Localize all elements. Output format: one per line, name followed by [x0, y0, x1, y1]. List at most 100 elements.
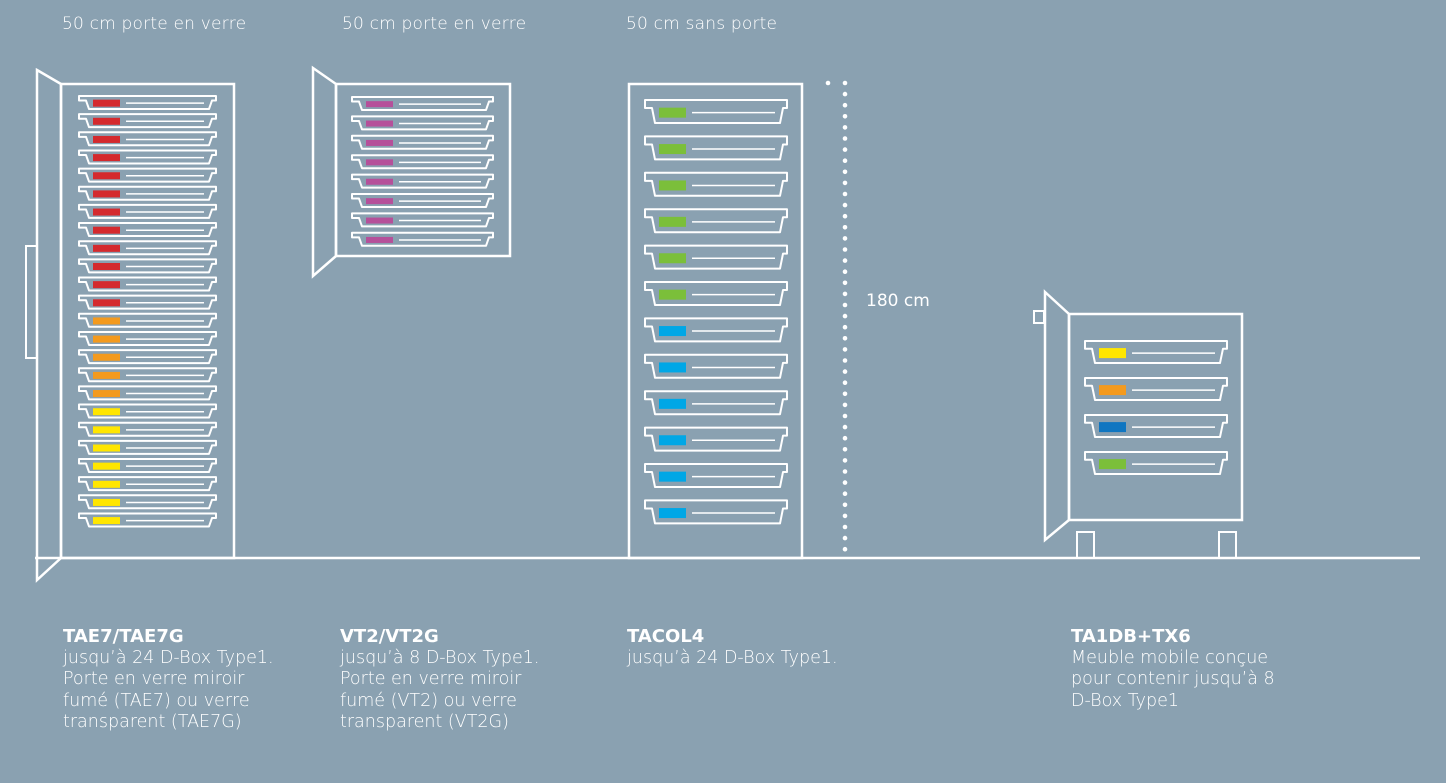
dot	[842, 336, 848, 341]
dot	[842, 491, 848, 497]
tray-outline	[78, 476, 217, 492]
tray-outline	[351, 154, 494, 170]
dot	[842, 158, 848, 163]
tray-color-tag	[659, 216, 686, 227]
tray-outline	[78, 167, 217, 183]
tray	[644, 135, 788, 161]
tray-outline	[351, 212, 494, 228]
model-description: jusqu’à 24 D-Box Type1. Porte en verre m…	[63, 647, 274, 733]
tray-color-tag	[93, 517, 120, 525]
tray-color-tag	[366, 198, 393, 205]
tray-outline	[644, 426, 788, 452]
tray-outline	[78, 403, 217, 419]
dot	[842, 513, 848, 519]
tray-outline	[644, 499, 788, 525]
tray-outline	[78, 349, 217, 365]
dot	[825, 80, 831, 86]
tray-outline	[78, 458, 217, 473]
tray-color-tag	[1099, 348, 1126, 359]
tray-outline	[78, 294, 217, 310]
tray-outline	[644, 208, 788, 234]
tray	[351, 115, 494, 131]
dot	[842, 313, 848, 319]
dot	[842, 80, 848, 86]
dot	[842, 225, 848, 230]
tray-color-tag	[93, 498, 120, 506]
tray-color-tag	[93, 99, 120, 107]
tray-color-tag	[93, 480, 120, 488]
tray-outline	[644, 99, 788, 124]
tray-color-tag	[93, 353, 120, 361]
tray	[78, 494, 217, 510]
tray-outline	[78, 367, 217, 383]
label-tae7-width: 50 cm porte en verre	[62, 14, 247, 34]
tray-color-tag	[366, 101, 393, 108]
tray-color-tag	[659, 180, 686, 191]
cabinet-ta1db-door	[1043, 289, 1071, 543]
tray-color-tag	[93, 208, 120, 216]
cabinet-tacol4	[627, 82, 804, 560]
tray-color-tag	[93, 426, 120, 434]
tray-color-tag	[93, 117, 120, 125]
tray	[78, 131, 217, 147]
tray	[351, 173, 494, 189]
tray	[644, 208, 788, 234]
tray	[1084, 377, 1228, 401]
dot	[842, 424, 848, 430]
tray-color-tag	[93, 408, 120, 416]
dot	[842, 202, 848, 208]
tray-outline	[78, 131, 217, 147]
tray-color-tag	[659, 253, 686, 264]
tray	[351, 231, 494, 247]
tray-color-tag	[659, 289, 686, 300]
tray-color-tag	[93, 226, 120, 234]
tray-outline	[78, 222, 217, 238]
tray-color-tag	[659, 435, 686, 446]
description-tae7: TAE7/TAE7G jusqu’à 24 D-Box Type1. Porte…	[63, 626, 293, 734]
tray-color-tag	[93, 190, 120, 198]
dot	[842, 502, 848, 508]
dot	[842, 258, 848, 263]
tray-outline	[1084, 377, 1228, 401]
tray-outline	[644, 244, 788, 270]
cabinet-ta1db-handle	[1033, 310, 1045, 324]
dot	[842, 546, 848, 552]
tray	[78, 95, 217, 110]
tray-outline	[644, 353, 788, 379]
tray-outline	[78, 276, 217, 292]
dot	[842, 280, 848, 286]
tray-color-tag	[1099, 422, 1126, 433]
tray	[644, 499, 788, 525]
tray-outline	[644, 171, 788, 197]
cabinet-ta1db	[1033, 289, 1244, 559]
tray	[78, 294, 217, 310]
tray	[644, 317, 788, 343]
dot	[842, 380, 848, 386]
tray-outline	[1084, 340, 1228, 364]
tray	[78, 330, 217, 346]
tray	[644, 463, 788, 488]
tray	[78, 349, 217, 365]
tray	[351, 212, 494, 228]
dot	[842, 191, 848, 197]
dot	[842, 236, 848, 241]
tray	[644, 281, 788, 306]
tray	[78, 258, 217, 274]
dot	[842, 435, 848, 441]
tray-outline	[78, 330, 217, 346]
dot	[842, 247, 848, 252]
dot	[842, 413, 848, 419]
tray	[644, 426, 788, 452]
cabinet-tae7	[25, 67, 236, 583]
cabinet-vt2	[311, 65, 512, 279]
tray-color-tag	[659, 144, 686, 155]
model-name: VT2/VT2G	[340, 626, 439, 647]
tray-color-tag	[93, 444, 120, 452]
tray-color-tag	[659, 326, 686, 337]
tray	[1084, 414, 1228, 438]
tray-outline	[78, 149, 217, 165]
tray	[351, 154, 494, 170]
dot	[842, 269, 848, 275]
tray	[78, 512, 217, 528]
tray	[351, 134, 494, 150]
